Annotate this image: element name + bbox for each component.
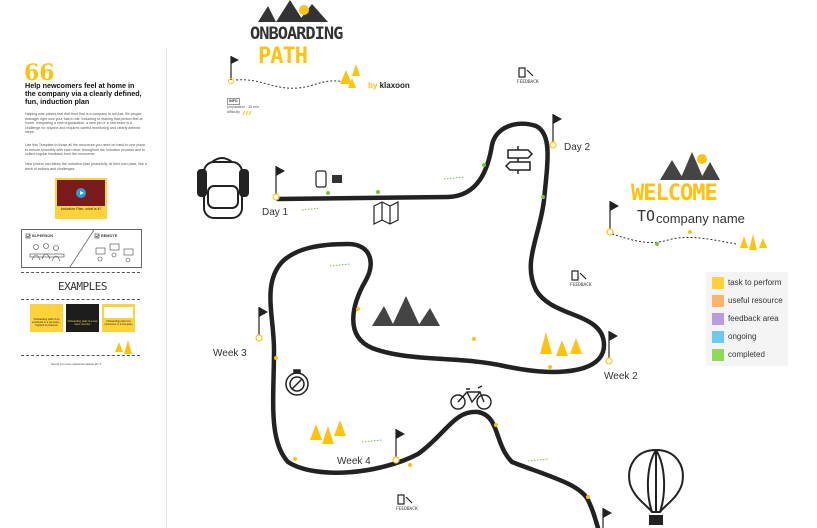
- trees-icon: [310, 420, 346, 444]
- info-tag: INFO: [227, 98, 240, 105]
- welcome-title: WELCOME: [631, 181, 718, 206]
- legend-swatch: [712, 313, 724, 325]
- legend-label: ongoing: [728, 332, 757, 341]
- intro-paragraph-1: Helping new joiners feel that their firs…: [25, 112, 143, 134]
- feedback-label[interactable]: FEEDBACK: [517, 80, 539, 85]
- feedback-icon: [518, 67, 534, 78]
- start-flag-icon: [228, 56, 239, 84]
- flag-week3-icon: [255, 307, 268, 342]
- quote-mark: 66: [24, 60, 55, 86]
- path-pin-completed-icon: [326, 163, 659, 246]
- backpack-icon: [197, 157, 249, 219]
- example-card-label: Onboarding path of a new team member: [67, 320, 98, 326]
- info-block: INFO preparation : 15 min difficulty: [227, 98, 259, 115]
- legend-swatch: [712, 295, 724, 307]
- mountains-icon: [372, 296, 440, 326]
- logo-subtitle: PATH: [258, 44, 308, 69]
- milestone-day2[interactable]: Day 2: [564, 142, 591, 153]
- logo-title: ONBOARDING: [250, 24, 343, 44]
- dashed-divider: [21, 299, 140, 300]
- flag-week4-icon: [392, 429, 405, 464]
- flag-day1-icon: [272, 166, 285, 201]
- legend-label: feedback area: [728, 314, 779, 323]
- difficulty-marks-icon: [242, 110, 252, 116]
- dashed-divider: [21, 355, 140, 356]
- legend-label: task to perform: [728, 278, 782, 287]
- milestone-week3[interactable]: Week 3: [213, 348, 247, 359]
- legend-item-task[interactable]: task to perform: [712, 276, 788, 290]
- legend-label: useful resource: [728, 296, 783, 305]
- example-card-label: Onboarding path of a newcomer in a compa…: [104, 320, 133, 326]
- feedback-icon: [571, 270, 587, 281]
- logo-mountains-icon: [258, 0, 328, 22]
- map-icon: [373, 201, 399, 225]
- flag-week2-icon: [605, 331, 618, 365]
- phone-icon: [315, 170, 327, 188]
- intro-paragraph-2: Use this Template to those all the resou…: [25, 143, 147, 156]
- panel-divider: [166, 48, 167, 528]
- intro-title: Help newcomers feel at home in the compa…: [25, 81, 142, 106]
- example-card-1[interactable]: Onboarding path of an employee in a comp…: [30, 304, 63, 332]
- legend-item-resource[interactable]: useful resource: [712, 294, 788, 308]
- grass-icon: [301, 176, 549, 462]
- trees-icon: [540, 332, 582, 356]
- info-preparation: preparation : 15 min: [227, 105, 259, 109]
- photo-icon: [332, 175, 342, 183]
- example-card-thumb: [104, 307, 133, 318]
- mode-in-person: IN-PERSON: [32, 234, 54, 238]
- info-difficulty: difficulty: [227, 110, 240, 114]
- milestone-week2[interactable]: Week 2: [604, 371, 638, 382]
- path-pin-icon: [274, 230, 692, 499]
- hot-air-balloon-icon: [628, 448, 684, 525]
- feedback-icon: [397, 494, 413, 505]
- mode-box: IN-PERSON REMOTE: [21, 229, 142, 268]
- milestone-day1[interactable]: Day 1: [262, 207, 289, 218]
- legend: task to perform useful resource feedback…: [706, 272, 788, 366]
- video-thumbnail[interactable]: [57, 180, 105, 206]
- dashed-divider: [21, 272, 140, 273]
- footer-link[interactable]: ItemQ.com.use-cases/templates-klx ©: [51, 362, 102, 366]
- video-card[interactable]: Induction Plan, what is it?: [55, 178, 107, 219]
- feedback-label[interactable]: FEEDBACK: [396, 507, 418, 512]
- legend-label: completed: [728, 350, 765, 359]
- trees-icon: [340, 64, 360, 88]
- legend-item-ongoing[interactable]: ongoing: [712, 330, 788, 344]
- mode-remote: REMOTE: [101, 234, 118, 238]
- mode-divider: [25, 230, 134, 267]
- example-card-2[interactable]: Onboarding path of a new team member: [66, 304, 99, 332]
- bicycle-icon: [450, 385, 492, 410]
- welcome-to: TO: [637, 207, 656, 225]
- legend-swatch: [712, 349, 724, 361]
- welcome-mountains-icon: [660, 152, 720, 180]
- brand-logo: by klaxoon: [368, 81, 410, 90]
- legend-item-completed[interactable]: completed: [712, 348, 788, 362]
- compass-icon: [285, 369, 309, 396]
- feedback-label[interactable]: FEEDBACK: [570, 283, 592, 288]
- by-label: by: [368, 81, 378, 90]
- example-card-label: Onboarding path of an employee in a comp…: [32, 318, 61, 327]
- legend-swatch: [712, 277, 724, 289]
- play-icon[interactable]: [76, 188, 86, 198]
- signpost-icon: [504, 146, 534, 174]
- trees-icon: [115, 340, 132, 354]
- onboarding-path: [268, 121, 607, 528]
- flag-end-icon: [602, 508, 612, 528]
- start-trail: [235, 79, 347, 89]
- intro-paragraph-3: New joiners can follow the Induction pla…: [25, 162, 147, 171]
- flag-day2-icon: [549, 114, 562, 149]
- company-name: company name: [656, 211, 745, 226]
- legend-swatch: [712, 331, 724, 343]
- video-caption: Induction Plan, what is it?: [60, 207, 102, 211]
- examples-title: EXAMPLES: [58, 280, 107, 293]
- milestone-week4[interactable]: Week 4: [337, 456, 371, 467]
- flag-welcome-icon: [606, 201, 619, 236]
- trees-icon: [740, 234, 767, 250]
- brand-name: klaxoon: [379, 81, 410, 90]
- legend-item-feedback[interactable]: feedback area: [712, 312, 788, 326]
- welcome-trail: [611, 233, 737, 245]
- example-card-3[interactable]: Onboarding path of a newcomer in a compa…: [102, 304, 135, 332]
